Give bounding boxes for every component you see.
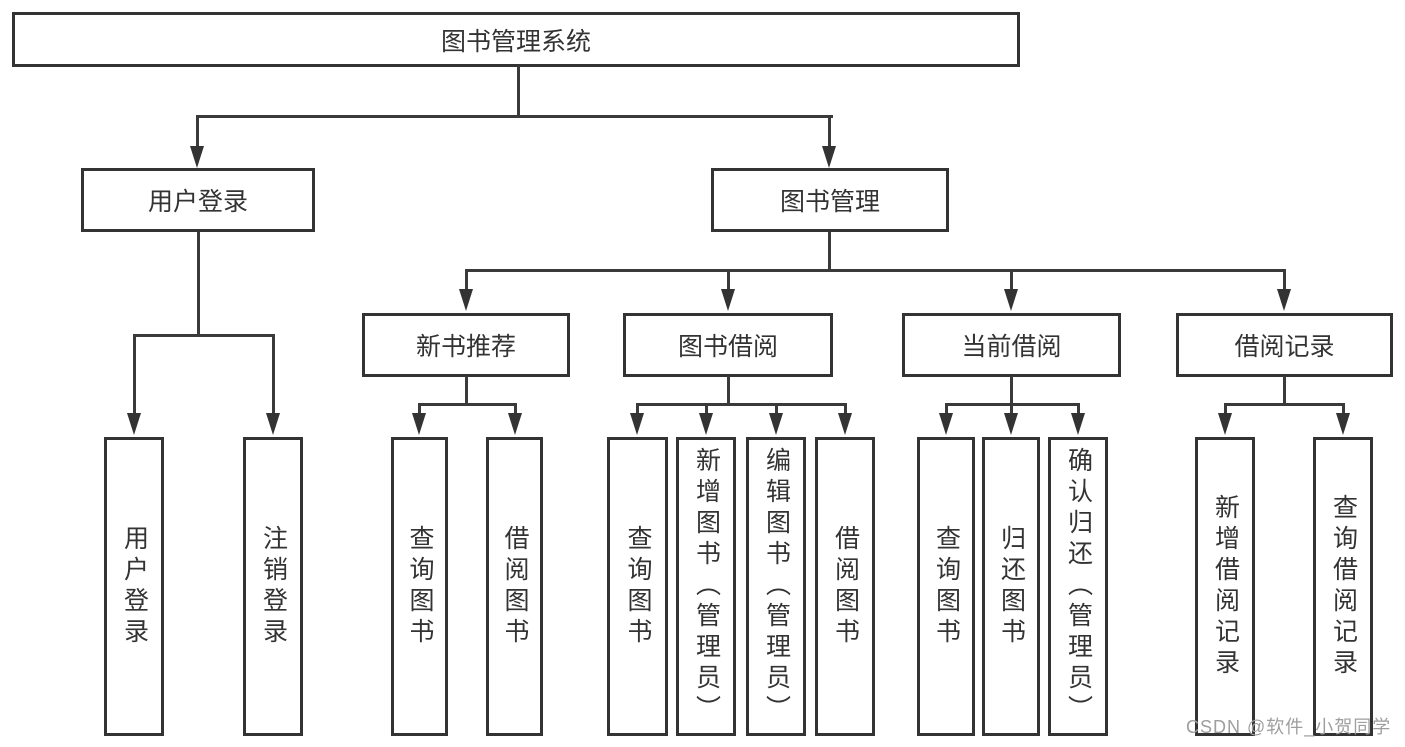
connector-line xyxy=(196,115,199,149)
connector-line xyxy=(1010,403,1013,415)
connector-line xyxy=(775,403,778,415)
leaf-confirm-return-admin-label: 确认归还（管理员） xyxy=(1064,447,1093,726)
connector-arrow xyxy=(630,413,644,435)
connector-arrow xyxy=(939,413,953,435)
connector-arrow xyxy=(1336,413,1350,435)
connector-arrow xyxy=(412,413,426,435)
connector-line xyxy=(945,403,948,415)
node-user-login: 用户登录 xyxy=(81,168,315,232)
leaf-add-book-admin: 新增图书（管理员） xyxy=(676,437,736,736)
leaf-borrow-query-book: 查询图书 xyxy=(607,437,668,736)
connector-line xyxy=(1283,376,1286,406)
node-book-borrow: 图书借阅 xyxy=(623,313,833,377)
leaf-borrow-book: 借阅图书 xyxy=(815,437,875,736)
connector-arrow xyxy=(838,413,852,435)
node-book-management-label: 图书管理 xyxy=(779,188,880,216)
leaf-query-borrow-record-label: 查询借阅记录 xyxy=(1329,493,1358,680)
node-borrow-records-label: 借阅记录 xyxy=(1234,333,1335,361)
connector-arrow xyxy=(1277,289,1291,311)
connector-line xyxy=(1077,403,1080,415)
connector-line xyxy=(465,376,468,406)
connector-arrow xyxy=(822,146,836,168)
connector-line xyxy=(636,403,639,415)
connector-line xyxy=(1283,269,1286,291)
node-current-borrow: 当前借阅 xyxy=(902,313,1121,377)
leaf-borrow-book-label: 借阅图书 xyxy=(831,524,860,649)
connector-line xyxy=(133,334,136,415)
connector-arrow xyxy=(1071,413,1085,435)
connector-line xyxy=(1224,403,1227,415)
leaf-add-borrow-record: 新增借阅记录 xyxy=(1195,437,1255,736)
connector-arrow xyxy=(1004,289,1018,311)
leaf-edit-book-admin: 编辑图书（管理员） xyxy=(746,437,806,736)
node-new-book-recommend-label: 新书推荐 xyxy=(415,333,516,361)
leaf-recommend-query-book-label: 查询图书 xyxy=(406,524,434,649)
leaf-recommend-borrow-book-label: 借阅图书 xyxy=(501,524,529,649)
connector-line xyxy=(705,403,708,415)
connector-line xyxy=(844,403,847,415)
connector-line xyxy=(1010,376,1013,406)
connector-line xyxy=(828,115,831,149)
leaf-add-borrow-record-label: 新增借阅记录 xyxy=(1211,493,1240,680)
connector-line xyxy=(465,269,1286,272)
leaf-logout: 注销登录 xyxy=(243,437,303,736)
leaf-edit-book-admin-label: 编辑图书（管理员） xyxy=(762,447,791,726)
connector-arrow xyxy=(127,413,141,435)
leaf-user-login: 用户登录 xyxy=(104,437,164,736)
connector-line xyxy=(1342,403,1345,415)
connector-line xyxy=(1010,269,1013,291)
leaf-return-book-label: 归还图书 xyxy=(997,524,1026,649)
leaf-add-book-admin-label: 新增图书（管理员） xyxy=(692,447,721,726)
node-user-login-label: 用户登录 xyxy=(147,188,248,216)
node-root-label: 图书管理系统 xyxy=(440,27,591,56)
connector-arrow xyxy=(699,413,713,435)
connector-line xyxy=(636,403,847,406)
connector-arrow xyxy=(459,289,473,311)
connector-arrow xyxy=(769,413,783,435)
node-book-borrow-label: 图书借阅 xyxy=(677,333,778,361)
leaf-current-query-book-label: 查询图书 xyxy=(932,524,961,649)
leaf-current-query-book: 查询图书 xyxy=(917,437,975,736)
connector-line xyxy=(196,115,833,118)
connector-line xyxy=(272,334,275,415)
leaf-confirm-return-admin: 确认归还（管理员） xyxy=(1048,437,1108,736)
leaf-logout-label: 注销登录 xyxy=(259,524,288,649)
connector-arrow xyxy=(1004,413,1018,435)
node-root: 图书管理系统 xyxy=(12,12,1020,67)
connector-line xyxy=(727,269,730,291)
connector-line xyxy=(727,376,730,406)
connector-line xyxy=(517,66,520,118)
connector-arrow xyxy=(721,289,735,311)
connector-line xyxy=(133,334,275,337)
connector-line xyxy=(828,232,831,272)
connector-line xyxy=(465,269,468,291)
connector-arrow xyxy=(1218,413,1232,435)
leaf-recommend-borrow-book: 借阅图书 xyxy=(486,437,543,736)
node-borrow-records: 借阅记录 xyxy=(1176,313,1393,377)
leaf-user-login-label: 用户登录 xyxy=(120,524,149,649)
watermark: CSDN @软件_小贺同学 xyxy=(1186,717,1392,737)
connector-arrow xyxy=(266,413,280,435)
connector-line xyxy=(418,403,517,406)
connector-line xyxy=(1224,403,1345,406)
connector-line xyxy=(514,403,517,415)
leaf-return-book: 归还图书 xyxy=(982,437,1040,736)
node-current-borrow-label: 当前借阅 xyxy=(961,333,1062,361)
leaf-borrow-query-book-label: 查询图书 xyxy=(624,524,652,649)
connector-line xyxy=(197,232,200,337)
connector-arrow xyxy=(190,146,204,168)
connector-arrow xyxy=(508,413,522,435)
leaf-query-borrow-record: 查询借阅记录 xyxy=(1313,437,1373,736)
node-book-management: 图书管理 xyxy=(711,168,949,232)
leaf-recommend-query-book: 查询图书 xyxy=(391,437,448,736)
node-new-book-recommend: 新书推荐 xyxy=(362,313,570,377)
connector-line xyxy=(418,403,421,415)
